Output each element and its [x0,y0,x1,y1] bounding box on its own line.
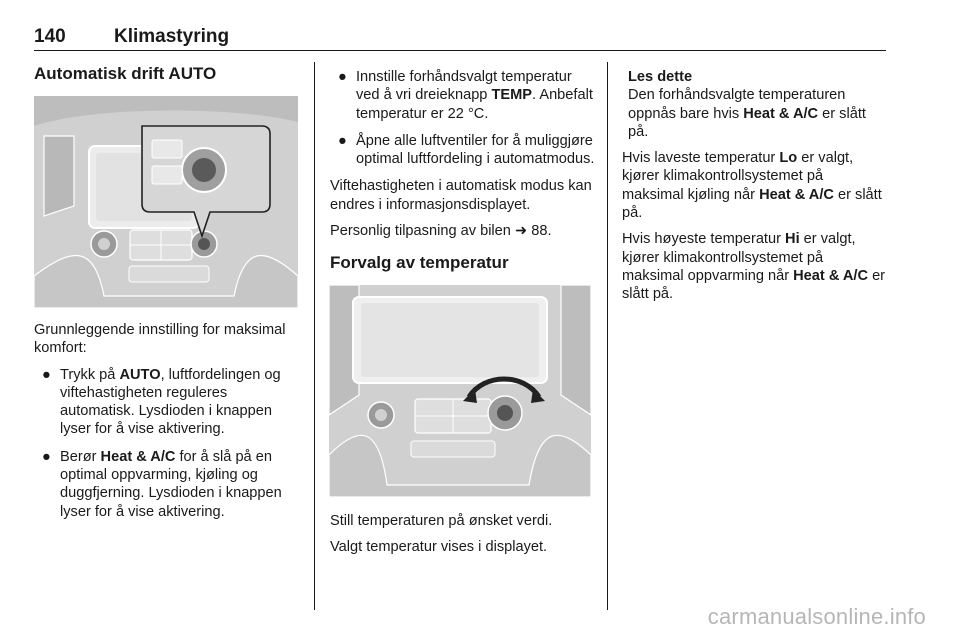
section-title-auto: Automatisk drift AUTO [34,64,217,83]
display-text: Valgt temperatur vises i displayet. [330,539,548,556]
column-2: ● Innstille forhåndsvalgt temperatur ved… [330,68,596,273]
intro-text: Grunnleggende innstilling for maksimal k… [34,322,286,357]
note-title: Les dette [628,69,693,85]
figure-dashboard-auto [34,96,298,308]
note-box: Les dette Den forhåndsvalgte temperature… [622,68,888,141]
note-body: Den forhåndsvalgte temperaturen oppnås b… [628,87,866,140]
set-temp-text: Still temperaturen på ønsket verdi. [330,513,553,529]
bullet-dot-icon: ● [42,366,51,383]
fan-speed-text: Viftehastigheten i automatisk modus kan … [330,178,592,213]
bullet-dot-icon: ● [338,69,347,85]
lo-text: Hvis laveste temperatur Lo er valgt, kjø… [622,150,882,222]
column-1-text: Grunnleggende innstilling for maksimal k… [34,321,302,530]
bullet-dot-icon: ● [42,448,51,465]
column-2-bottom: Still temperaturen på ønsket verdi. Valg… [330,512,596,565]
hi-text: Hvis høyeste temperatur Hi er valgt, kjø… [622,231,886,303]
column-3: Les dette Den forhåndsvalgte temperature… [622,68,888,312]
chapter-title: Klimastyring [114,26,230,47]
bullet-auto: ● Trykk på AUTO, luftfordelingen og vift… [42,366,281,438]
personalization-text: Personlig tilpasning av bilen ➜ 88. [330,223,552,240]
bullet-vents: ● Åpne alle luftventiler for å muliggjør… [338,132,595,168]
page-number: 140 [34,26,66,47]
column-1: Automatisk drift AUTO [34,64,302,83]
column-divider-1 [314,62,315,610]
button-name-auto: AUTO [119,366,161,383]
arrow-reference-icon: ➜ [514,223,528,240]
figure-temp-knob [329,285,591,497]
bullet-temp-knob: ● Innstille forhåndsvalgt temperatur ved… [338,69,593,122]
page-header: 140 Klimastyring [34,14,886,51]
column-divider-2 [607,62,608,610]
section-title-preset: Forvalg av temperatur [330,253,509,273]
watermark: carmanualsonline.info [707,604,926,629]
button-name-heat-ac: Heat & A/C [100,448,176,465]
bullet-dot-icon: ● [338,132,347,149]
bullet-heat-ac: ● Berør Heat & A/C for å slå på en optim… [42,448,282,520]
knob-name-temp: TEMP [491,87,533,104]
